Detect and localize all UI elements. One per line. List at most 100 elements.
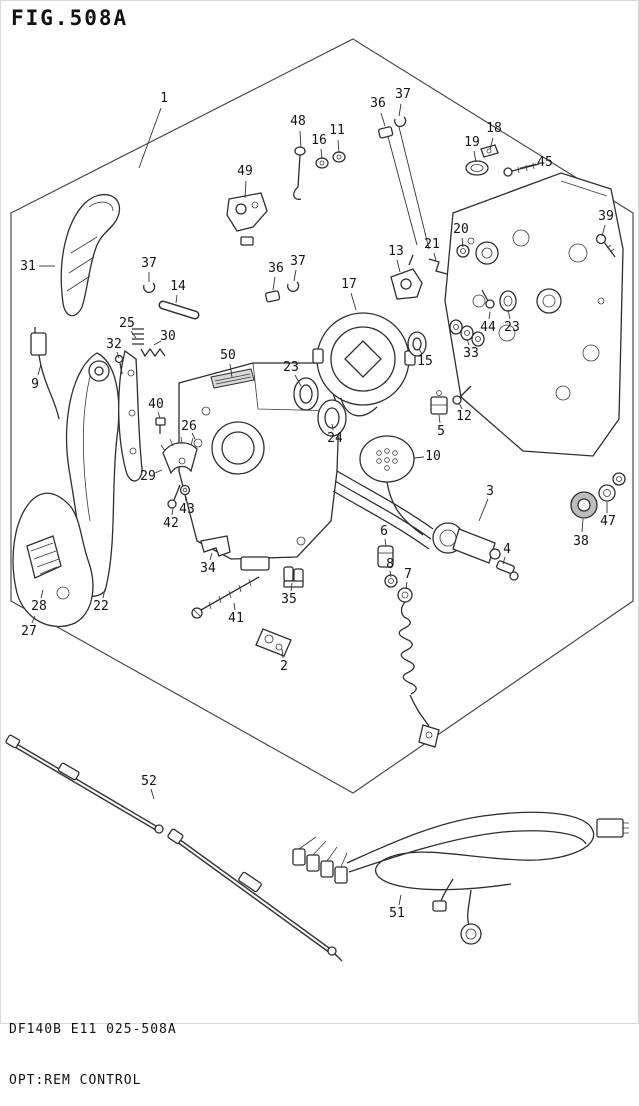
callout-13: 13	[388, 244, 404, 259]
washer-11	[332, 151, 346, 163]
callout-22: 22	[93, 599, 109, 614]
callout-leader-7	[405, 581, 408, 590]
callout-leader-1	[138, 107, 162, 169]
callout-leader-43	[184, 494, 187, 502]
bracket-49	[226, 192, 268, 246]
washer-15	[407, 331, 427, 357]
grommet-38	[570, 491, 598, 519]
throttle-drum-17	[312, 312, 416, 417]
seal-19	[465, 160, 489, 176]
harness-51	[292, 811, 629, 945]
washer-43	[179, 484, 191, 496]
plate-2	[255, 628, 292, 657]
callout-35: 35	[281, 592, 297, 607]
callout-25: 25	[119, 316, 135, 331]
callout-leader-37	[398, 103, 402, 117]
callout-leader-33	[466, 338, 470, 346]
callout-27: 27	[21, 624, 37, 639]
leader-lines-long	[386, 126, 430, 250]
callout-36: 36	[268, 261, 284, 276]
callout-23: 23	[283, 360, 299, 375]
ring-37c	[287, 281, 300, 293]
callout-45: 45	[537, 155, 553, 170]
callout-37: 37	[141, 256, 157, 271]
callout-leader-51	[398, 894, 402, 906]
callout-leader-3	[478, 498, 489, 522]
callout-leader-35	[290, 582, 293, 592]
wire-bundle	[332, 470, 434, 550]
callout-48: 48	[290, 114, 306, 129]
key-4	[496, 560, 519, 581]
washer-23b	[293, 377, 319, 411]
callout-52: 52	[141, 774, 157, 789]
callout-2: 2	[280, 659, 288, 674]
callout-19: 19	[464, 135, 480, 150]
callout-24: 24	[327, 431, 343, 446]
callout-leader-49	[244, 180, 247, 199]
callout-leader-20	[461, 237, 464, 248]
callout-40: 40	[148, 397, 164, 412]
callout-leader-45	[519, 163, 537, 169]
footer: DF140B E11 025-508A OPT:REM CONTROL	[9, 987, 177, 1106]
callout-41: 41	[228, 611, 244, 626]
callout-leader-36	[380, 112, 386, 127]
callout-38: 38	[573, 534, 589, 549]
callout-leader-16	[320, 148, 323, 160]
callout-leader-42	[171, 507, 174, 516]
callout-leader-44	[488, 311, 491, 320]
callout-leader-41	[233, 602, 236, 611]
callout-leader-18	[489, 137, 494, 150]
callout-6: 6	[380, 524, 388, 539]
callout-leader-19	[473, 150, 477, 163]
washer-24	[317, 399, 347, 437]
callout-51: 51	[389, 906, 405, 921]
pin-14	[158, 300, 200, 320]
part-35	[283, 566, 304, 588]
callout-5: 5	[437, 424, 445, 439]
callout-12: 12	[456, 409, 472, 424]
screw-44	[481, 289, 495, 309]
callout-leader-26	[191, 432, 196, 440]
callout-leader-34	[209, 552, 213, 561]
callout-30: 30	[160, 329, 176, 344]
hexagon-border	[10, 38, 634, 794]
callout-33: 33	[463, 346, 479, 361]
callout-28: 28	[31, 599, 47, 614]
callout-7: 7	[404, 567, 412, 582]
callout-14: 14	[170, 279, 186, 294]
cables-52	[5, 734, 343, 962]
lanyard-assembly	[377, 545, 440, 748]
callout-leader-22	[102, 588, 106, 599]
callout-leader-6	[384, 538, 387, 547]
callout-leader-11	[337, 139, 340, 154]
exploded-diagram: 1481611363718194549392021313714363713172…	[5, 38, 634, 962]
callout-leader-50	[229, 363, 233, 378]
screw-39	[595, 233, 616, 258]
lock-housing-27-28	[12, 492, 94, 628]
callout-26: 26	[181, 419, 197, 434]
callout-leader-36	[272, 276, 276, 291]
callout-9: 9	[31, 377, 39, 392]
connector-3	[432, 522, 501, 564]
washer-23a	[499, 290, 517, 312]
bracket-5	[430, 390, 448, 415]
washers-33	[449, 319, 485, 347]
callout-47: 47	[600, 514, 616, 529]
callout-leader-10	[413, 456, 425, 459]
callout-21: 21	[424, 237, 440, 252]
bracket-13	[390, 254, 423, 300]
callout-leader-25	[130, 330, 137, 339]
callout-8: 8	[386, 557, 394, 572]
callout-23: 23	[504, 320, 520, 335]
callout-43: 43	[179, 502, 195, 517]
callout-leader-39	[601, 224, 606, 237]
screw-32	[114, 354, 124, 375]
callout-leader-52	[150, 788, 155, 800]
callout-leader-21	[433, 252, 437, 262]
callout-44: 44	[480, 320, 496, 335]
callout-leader-12	[458, 402, 463, 410]
ring-37b	[143, 282, 156, 294]
callout-leader-27	[31, 615, 36, 624]
callout-leader-24	[331, 423, 334, 431]
callout-36: 36	[370, 96, 386, 111]
